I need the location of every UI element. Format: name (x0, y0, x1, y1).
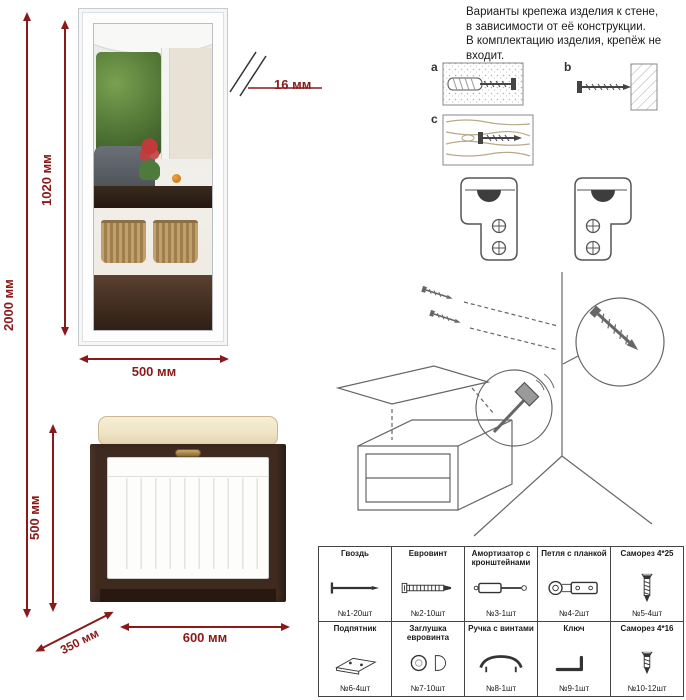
shoe-bench-illustration (90, 416, 290, 612)
hinge-icon (545, 567, 603, 609)
hardware-qty: №5-4шт (631, 609, 663, 618)
hardware-name: Амортизатор с кронштейнами (471, 549, 531, 568)
hardware-qty: №10-12шт (627, 684, 667, 693)
bench-plinth (100, 589, 276, 602)
bench-cushion (98, 416, 278, 446)
dim-bench-width-arrow (120, 620, 290, 634)
mount-option-a-diagram (442, 62, 524, 111)
reflection-flowers (138, 137, 161, 181)
mounting-note-line: входит. (466, 50, 505, 63)
assembly-drawing (335, 272, 665, 537)
reflection-table (94, 186, 212, 208)
mount-option-b-label: b (564, 60, 572, 74)
dim-mirror-height-label: 1020 мм (39, 154, 54, 206)
wall-corner-lines (473, 272, 653, 537)
mount-option-c-diagram (442, 114, 534, 171)
dim-mirror-height-arrow (58, 20, 72, 336)
hardware-cell: Гвоздь №1-20шт (318, 546, 392, 622)
confirmat-screw-icon (399, 567, 457, 609)
mounting-plate-icon (574, 177, 632, 261)
thickness-callout (229, 51, 322, 97)
screw-short-icon (635, 642, 659, 684)
hardware-cell: Петля с планкой №4-2шт (537, 546, 611, 622)
zoomed-screw-icon (589, 305, 639, 351)
dim-bench-depth: 350 мм (32, 605, 122, 668)
hardware-cell: Ручка с винтами №8-1шт (464, 621, 538, 697)
mirror-illustration (78, 8, 228, 346)
hex-key-icon (545, 642, 603, 684)
cabinet-lid-outline (335, 365, 491, 405)
mounting-note-line: Варианты крепежа изделия к стене, (466, 6, 659, 18)
dowel-in-concrete-icon (442, 62, 524, 106)
hammer-icon (488, 373, 555, 434)
glide-icon (326, 642, 384, 684)
gas-lift-icon (472, 567, 530, 609)
hardware-qty: №6-4шт (339, 684, 371, 693)
hardware-qty: №8-1шт (485, 684, 517, 693)
hardware-qty: №2-10шт (410, 609, 446, 618)
hardware-cell: Евровинт №2-10шт (391, 546, 465, 622)
assembly-diagram (322, 268, 686, 549)
hardware-qty: №9-1шт (558, 684, 590, 693)
bench-body (90, 444, 286, 602)
mounting-plate-right (565, 174, 637, 269)
hardware-name: Саморез 4*16 (620, 624, 674, 633)
mounting-plate-left (455, 174, 527, 269)
hardware-name: Ключ (563, 624, 585, 633)
hardware-cell: Саморез 4*25 №5-4шт (610, 546, 684, 622)
mounting-plate-icon (460, 177, 518, 261)
hardware-name: Саморез 4*25 (620, 549, 674, 558)
screw-in-batten-icon (577, 63, 658, 111)
mount-option-b-diagram (575, 62, 660, 117)
hardware-name: Ручка с винтами (468, 624, 534, 633)
hardware-qty: №1-20шт (337, 609, 373, 618)
mounting-note-line: в зависимости от её конструкции. (466, 20, 646, 33)
dim-bench-height-label: 500 мм (27, 495, 42, 541)
hardware-name: Гвоздь (341, 549, 369, 558)
dim-thickness-label: 16 мм (274, 77, 312, 92)
hardware-cell: Подпятник №6-4шт (318, 621, 392, 697)
mount-option-a-label: a (431, 60, 438, 74)
bench-door (107, 457, 269, 579)
reflection-wall (169, 48, 212, 159)
hardware-cell: Амортизатор с кронштейнами №3-1шт (464, 546, 538, 622)
screw-in-wood-icon (442, 114, 534, 166)
hardware-table: Гвоздь №1-20шт Евровинт №2-10шт Амортиза… (318, 546, 684, 697)
hardware-cell: Саморез 4*16 №10-12шт (610, 621, 684, 697)
cabinet-box-outline (357, 419, 513, 511)
reflection-window-frame (161, 48, 170, 159)
cap-icon (399, 642, 457, 684)
mirror-glass (93, 23, 213, 331)
reflection-fruit (171, 173, 181, 183)
nail-icon (326, 567, 384, 609)
handle-icon (472, 642, 530, 684)
hardware-name: Евровинт (408, 549, 448, 558)
small-screw-icon (429, 309, 461, 323)
reflection-basket (101, 219, 146, 263)
dim-total-height-label: 2000 мм (1, 279, 16, 331)
hardware-qty: №3-1шт (485, 609, 517, 618)
dim-total-height-arrow (20, 12, 34, 618)
hardware-qty: №7-10шт (410, 684, 446, 693)
hardware-cell: Ключ №9-1шт (537, 621, 611, 697)
hardware-name: Подпятник (333, 624, 377, 633)
dim-bench-height-arrow (46, 424, 60, 612)
bench-handle-icon (175, 449, 201, 457)
mounting-note-line: В комплектацию изделия, крепёж не (466, 35, 662, 48)
small-screw-icon (421, 285, 453, 299)
hardware-name: Заглушка евровинта (406, 624, 450, 643)
hardware-name: Петля с планкой (541, 549, 607, 558)
mount-option-c-label: c (431, 112, 438, 126)
screw-long-icon (635, 567, 659, 609)
reflection-basket (153, 219, 198, 263)
hardware-cell: Заглушка евровинта №7-10шт (391, 621, 465, 697)
dim-mirror-width-label: 500 мм (131, 364, 177, 379)
reflection-floor (94, 274, 212, 330)
dim-bench-width-label: 600 мм (182, 630, 228, 645)
hardware-qty: №4-2шт (558, 609, 590, 618)
mounting-note: Варианты крепежа изделия к стене, в зави… (466, 5, 682, 64)
dim-mirror-width-arrow (79, 352, 229, 366)
